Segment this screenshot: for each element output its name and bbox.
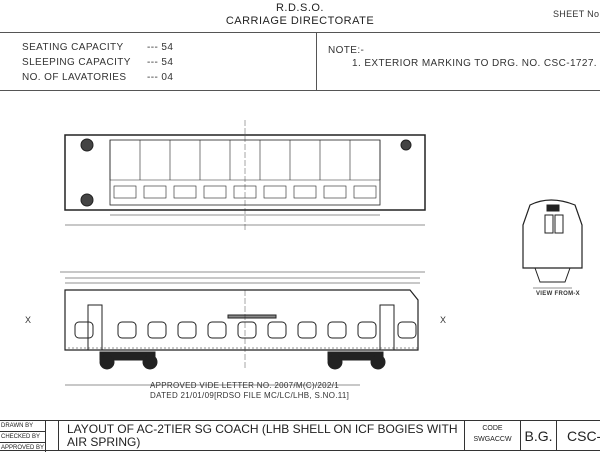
capacity-row: NO. OF LAVATORIES --- 04 bbox=[22, 70, 173, 85]
bogie bbox=[99, 351, 386, 370]
window bbox=[177, 321, 197, 339]
capacity-row: SLEEPING CAPACITY --- 54 bbox=[22, 55, 173, 70]
plan-view bbox=[64, 120, 426, 230]
divider bbox=[0, 32, 600, 33]
divider bbox=[0, 90, 600, 91]
org-name: R.D.S.O. bbox=[275, 2, 324, 14]
capacity-value: --- 54 bbox=[147, 42, 174, 53]
code-box: CODE SWGACCW bbox=[464, 420, 521, 451]
side-elevation bbox=[60, 271, 425, 386]
end-view bbox=[522, 199, 583, 289]
window bbox=[357, 321, 377, 339]
end-view-caption: VIEW FROM-X bbox=[536, 291, 580, 297]
side-berth bbox=[143, 185, 167, 199]
checked-by-label: CHECKED BY bbox=[0, 432, 45, 443]
divider bbox=[316, 32, 317, 90]
sheet-number-label: SHEET No bbox=[553, 9, 600, 19]
window bbox=[327, 321, 347, 339]
capacity-table: SEATING CAPACITY --- 54 SLEEPING CAPACITY… bbox=[22, 40, 173, 85]
window bbox=[267, 321, 287, 339]
side-berth bbox=[113, 185, 137, 199]
gauge: B.G. bbox=[520, 420, 557, 451]
capacity-label: NO. OF LAVATORIES bbox=[22, 72, 127, 83]
window bbox=[117, 321, 137, 339]
capacity-value: --- 54 bbox=[147, 57, 174, 68]
approval-line-2: DATED 21/01/09[RDSO FILE MC/LC/LHB, S.NO… bbox=[150, 391, 350, 400]
signature-box: DRAWN BY CHECKED BY APPROVED BY bbox=[0, 420, 59, 452]
side-berth bbox=[263, 185, 287, 199]
notes-heading: NOTE:- bbox=[328, 45, 365, 56]
section-marker-left: X bbox=[25, 315, 32, 325]
capacity-label: SLEEPING CAPACITY bbox=[22, 57, 131, 68]
note-item: 1. EXTERIOR MARKING TO DRG. NO. CSC-1727… bbox=[352, 58, 597, 69]
drawn-by-label: DRAWN BY bbox=[0, 421, 45, 432]
door bbox=[87, 304, 103, 351]
window bbox=[397, 321, 417, 339]
directorate-name: CARRIAGE DIRECTORATE bbox=[225, 15, 375, 27]
side-berth bbox=[203, 185, 227, 199]
drawing-title: LAYOUT OF AC-2TIER SG COACH (LHB SHELL O… bbox=[58, 420, 465, 451]
side-berth bbox=[293, 185, 317, 199]
side-berth bbox=[353, 185, 377, 199]
notes: NOTE:- 1. EXTERIOR MARKING TO DRG. NO. C… bbox=[328, 44, 597, 70]
approved-by-label: APPROVED BY bbox=[1, 445, 45, 451]
capacity-value: --- 04 bbox=[147, 72, 174, 83]
window bbox=[74, 321, 94, 339]
code-value: SWGACCW bbox=[473, 436, 512, 443]
side-berth bbox=[173, 185, 197, 199]
capacity-row: SEATING CAPACITY --- 54 bbox=[22, 40, 173, 55]
window bbox=[237, 321, 257, 339]
window bbox=[207, 321, 227, 339]
window bbox=[147, 321, 167, 339]
section-marker-right: X bbox=[440, 315, 447, 325]
window bbox=[297, 321, 317, 339]
drawing-number: CSC- bbox=[556, 420, 600, 451]
capacity-label: SEATING CAPACITY bbox=[22, 42, 124, 53]
side-berth bbox=[323, 185, 347, 199]
code-label: CODE bbox=[482, 425, 503, 432]
door bbox=[379, 304, 395, 351]
approval-line-1: APPROVED VIDE LETTER NO. 2007/M(C)/202/1 bbox=[150, 381, 339, 390]
